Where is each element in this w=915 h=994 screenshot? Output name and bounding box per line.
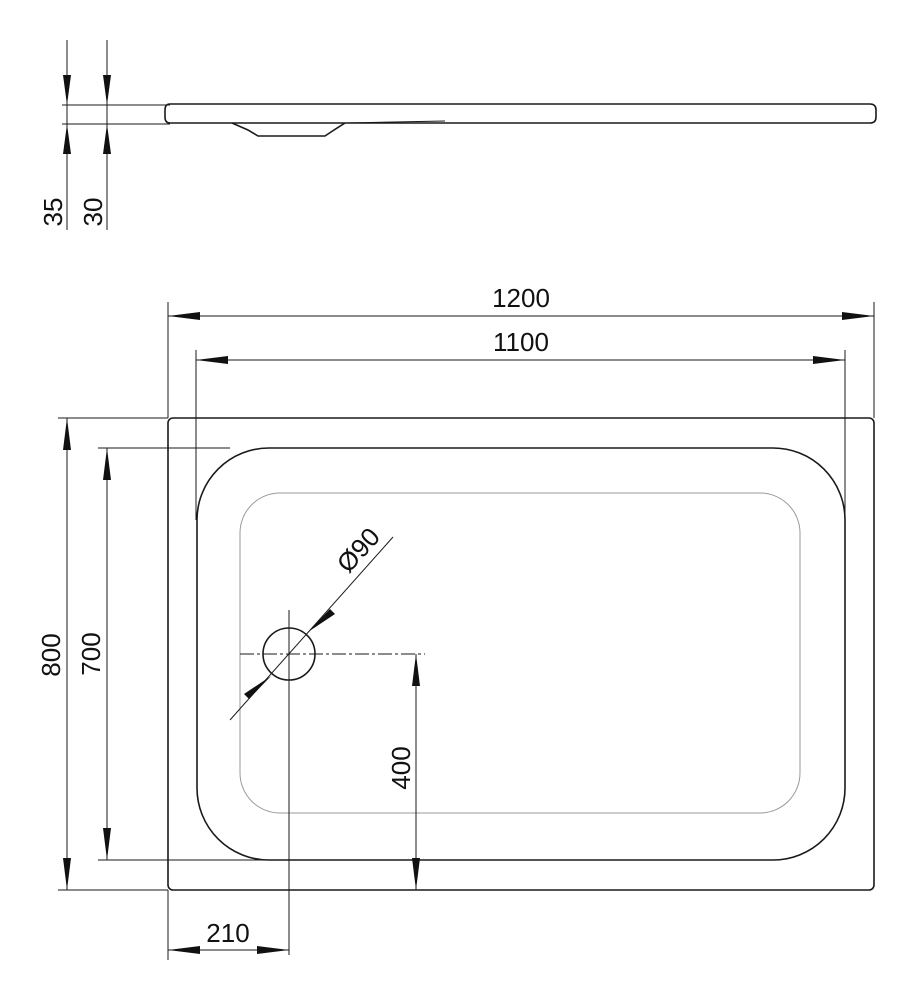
arrowhead [196,356,228,364]
tray-outer-outline [167,417,875,891]
arrowhead [103,124,111,154]
plan-view [167,417,875,955]
arrowhead [168,946,200,954]
arrowhead [63,124,71,154]
arrowhead [412,858,420,890]
dimension-label-210: 210 [206,918,249,948]
arrowhead [244,676,271,699]
arrowhead [308,609,335,632]
dimension-label-1100: 1100 [493,327,549,357]
arrowhead [63,858,71,890]
side-view-tray-profile [164,103,877,124]
arrowhead [103,448,111,480]
arrowhead [63,75,71,105]
side-view: 35 30 [38,40,877,230]
dimension-label-35: 35 [38,198,68,227]
dimension-label-diameter: Ø90 [331,522,386,579]
plan-dimensions: 1200 1100 800 700 400 210 [36,283,875,960]
dimension-label-400: 400 [386,746,416,789]
side-view-drain-body [231,122,346,137]
dimension-label-30: 30 [78,198,108,227]
dimension-label-800: 800 [36,633,66,676]
dimension-label-700: 700 [76,632,106,675]
arrowhead [103,828,111,860]
dimension-label-1200: 1200 [492,283,550,313]
arrowhead [813,356,845,364]
arrowhead [63,418,71,450]
arrowhead [257,946,289,954]
side-view-slope-line [344,120,446,124]
tray-basin-outline [196,447,846,861]
tray-floor-outline [239,492,801,814]
arrowhead [168,312,200,320]
arrowhead [842,312,874,320]
arrowhead [412,654,420,686]
arrowhead [103,75,111,105]
